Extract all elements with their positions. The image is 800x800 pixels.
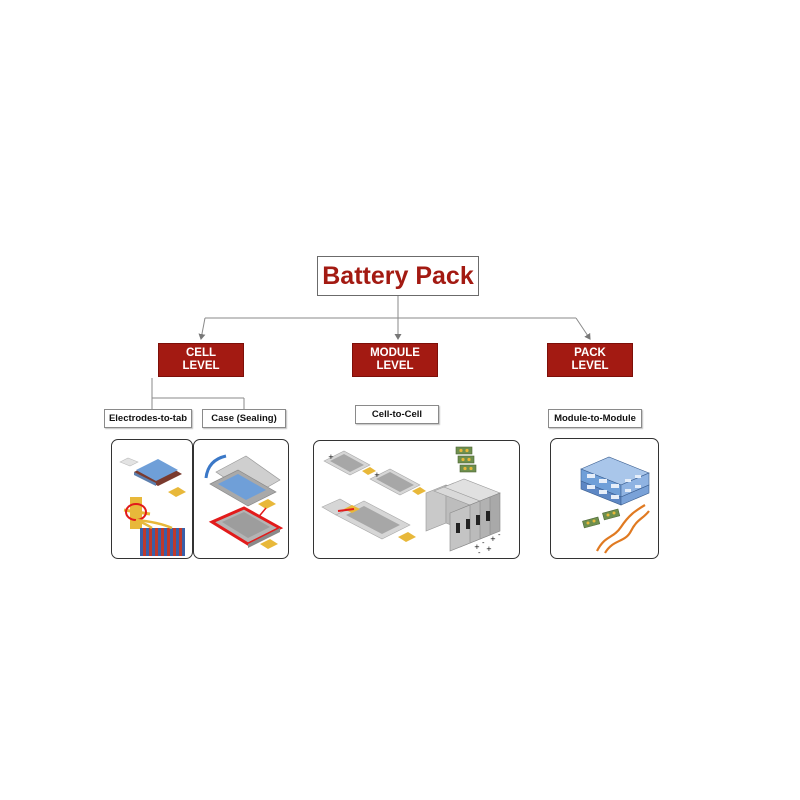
case-sealing-label: Case (Sealing)	[202, 409, 286, 428]
electrodes-to-tab-label: Electrodes-to-tab	[104, 409, 192, 428]
electrodes-to-tab-illustration	[119, 457, 186, 556]
module-to-module-illustration	[580, 456, 650, 554]
svg-text:+: +	[490, 535, 496, 543]
case-sealing-illustration	[204, 454, 284, 549]
electrodes-to-tab-panel	[111, 439, 193, 559]
module-level-line1: MODULE	[370, 347, 420, 359]
cell-level-line2: LEVEL	[182, 360, 220, 372]
pack-level-box: PACK LEVEL	[547, 343, 633, 377]
svg-text:+: +	[374, 471, 380, 479]
module-to-module-label: Module-to-Module	[548, 409, 642, 428]
cell-level-box: CELL LEVEL	[158, 343, 244, 377]
svg-text:-: -	[498, 531, 501, 539]
pack-level-line1: PACK	[574, 347, 606, 359]
cell-to-cell-panel: + +	[313, 440, 520, 559]
cell-level-line1: CELL	[185, 347, 217, 359]
module-level-line2: LEVEL	[376, 360, 414, 372]
battery-pack-title: Battery Pack	[317, 256, 479, 296]
cell-to-cell-label: Cell-to-Cell	[355, 405, 439, 424]
svg-text:+: +	[474, 543, 480, 551]
pack-level-line2: LEVEL	[571, 360, 609, 372]
svg-text:-: -	[482, 539, 485, 547]
svg-text:+: +	[328, 453, 334, 461]
svg-text:-: -	[478, 549, 481, 557]
case-sealing-panel	[193, 439, 289, 559]
cell-to-cell-illustration: + +	[321, 446, 501, 557]
module-level-box: MODULE LEVEL	[352, 343, 438, 377]
module-to-module-panel	[550, 438, 659, 559]
svg-text:+: +	[486, 545, 492, 553]
